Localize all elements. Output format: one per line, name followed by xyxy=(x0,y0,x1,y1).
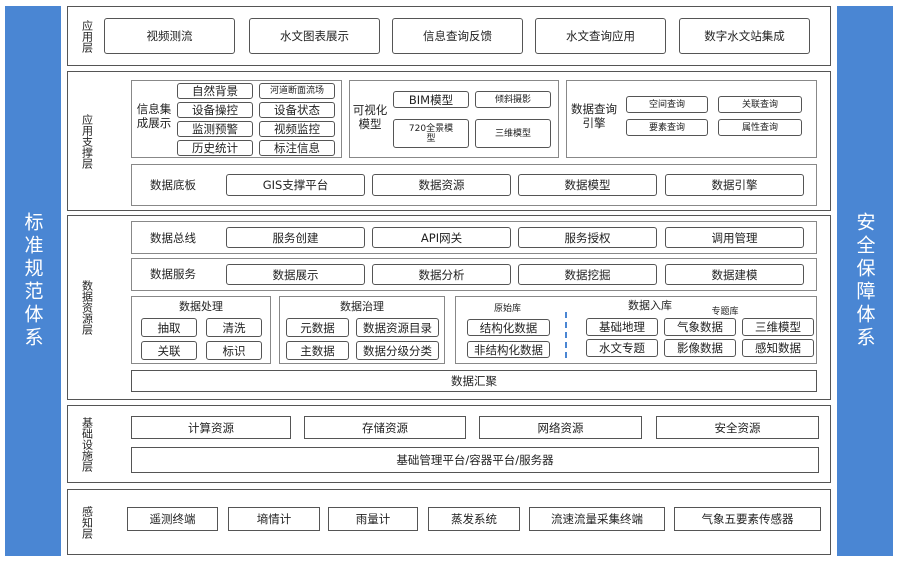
data-bus-item: API网关 xyxy=(372,227,511,248)
resource-layer-title: 数据资源层 xyxy=(80,280,94,335)
sense-item: 墒情计 xyxy=(228,507,320,531)
data-base-item: GIS支撑平台 xyxy=(226,174,365,196)
sense-item: 流速流量采集终端 xyxy=(529,507,665,531)
topic-item: 影像数据 xyxy=(664,339,736,357)
infra-item: 存储资源 xyxy=(304,416,466,439)
security-system-label: 安全保障体系 xyxy=(853,212,876,350)
sense-item: 遥测终端 xyxy=(127,507,218,531)
data-processing-label: 数据处理 xyxy=(179,299,223,313)
query-item: 要素查询 xyxy=(626,119,708,136)
topic-item: 气象数据 xyxy=(664,318,736,336)
info-item: 自然背景 xyxy=(177,83,253,99)
info-item: 标注信息 xyxy=(259,140,335,156)
govern-item: 元数据 xyxy=(286,318,349,337)
govern-item: 主数据 xyxy=(286,341,349,360)
info-item: 河道断面流场 xyxy=(259,83,335,99)
visual-item: 倾斜摄影 xyxy=(475,91,551,108)
sense-item: 气象五要素传感器 xyxy=(674,507,821,531)
sense-item: 雨量计 xyxy=(328,507,418,531)
topic-item: 三维模型 xyxy=(742,318,814,336)
info-item: 视频监控 xyxy=(259,121,335,137)
data-bus-item: 调用管理 xyxy=(665,227,804,248)
data-service-item: 数据建模 xyxy=(665,264,804,285)
data-service-item: 数据分析 xyxy=(372,264,511,285)
visual-item: BIM模型 xyxy=(393,91,469,108)
topic-item: 水文专题 xyxy=(586,339,658,357)
raw-library-label: 原始库 xyxy=(493,304,521,314)
sense-layer-title: 感知层 xyxy=(80,505,94,539)
data-bus-item: 服务授权 xyxy=(518,227,657,248)
data-bus-item: 服务创建 xyxy=(226,227,365,248)
topic-library-label: 专题库 xyxy=(711,307,739,317)
process-item: 标识 xyxy=(206,341,262,360)
infra-platform-bar: 基础管理平台/容器平台/服务器 xyxy=(131,447,819,473)
govern-item: 数据分级分类 xyxy=(356,341,439,360)
data-base-item: 数据引擎 xyxy=(665,174,804,196)
data-governance-label: 数据治理 xyxy=(340,299,384,313)
ingest-divider xyxy=(565,312,567,358)
query-item: 关联查询 xyxy=(718,96,802,113)
data-service-item: 数据展示 xyxy=(226,264,365,285)
data-base-item: 数据资源 xyxy=(372,174,511,196)
raw-item: 结构化数据 xyxy=(467,319,550,336)
visual-item: 720全景模型 xyxy=(393,119,469,148)
info-display-label: 信息集成展示 xyxy=(136,102,172,130)
info-item: 监测预警 xyxy=(177,121,253,137)
raw-item: 非结构化数据 xyxy=(467,341,550,358)
process-item: 关联 xyxy=(141,341,197,360)
security-system-bar: 安全保障体系 xyxy=(837,6,893,556)
support-layer-title: 应用支撑层 xyxy=(80,113,94,169)
visual-model-label: 可视化模型 xyxy=(352,103,388,131)
info-item: 设备操控 xyxy=(177,102,253,118)
infrastructure-layer-title: 基础设施层 xyxy=(80,416,94,472)
info-item: 历史统计 xyxy=(177,140,253,156)
info-item: 设备状态 xyxy=(259,102,335,118)
data-service-item: 数据挖掘 xyxy=(518,264,657,285)
query-item: 空间查询 xyxy=(626,96,708,113)
govern-item: 数据资源目录 xyxy=(356,318,439,337)
sense-item: 蒸发系统 xyxy=(428,507,520,531)
app-item: 数字水文站集成 xyxy=(679,18,810,54)
app-item: 水文查询应用 xyxy=(535,18,666,54)
data-gather-bar: 数据汇聚 xyxy=(131,370,817,392)
app-item: 水文图表展示 xyxy=(249,18,380,54)
app-item: 视频测流 xyxy=(104,18,235,54)
infra-item: 计算资源 xyxy=(131,416,291,439)
topic-item: 感知数据 xyxy=(742,339,814,357)
data-ingest-label: 数据入库 xyxy=(628,299,672,312)
process-item: 抽取 xyxy=(141,318,197,337)
topic-item: 基础地理 xyxy=(586,318,658,336)
query-engine-label: 数据查询引擎 xyxy=(571,102,617,130)
data-bus-label: 数据总线 xyxy=(150,231,196,245)
infra-item: 网络资源 xyxy=(479,416,642,439)
standard-system-label: 标准规范体系 xyxy=(21,212,44,350)
application-layer-title: 应用层 xyxy=(80,19,94,53)
data-base-label: 数据底板 xyxy=(150,178,196,192)
visual-item: 三维模型 xyxy=(475,119,551,148)
standard-system-bar: 标准规范体系 xyxy=(5,6,61,556)
query-item: 属性查询 xyxy=(718,119,802,136)
process-item: 清洗 xyxy=(206,318,262,337)
data-base-item: 数据模型 xyxy=(518,174,657,196)
infra-item: 安全资源 xyxy=(656,416,819,439)
app-item: 信息查询反馈 xyxy=(392,18,523,54)
data-service-label: 数据服务 xyxy=(150,267,196,281)
